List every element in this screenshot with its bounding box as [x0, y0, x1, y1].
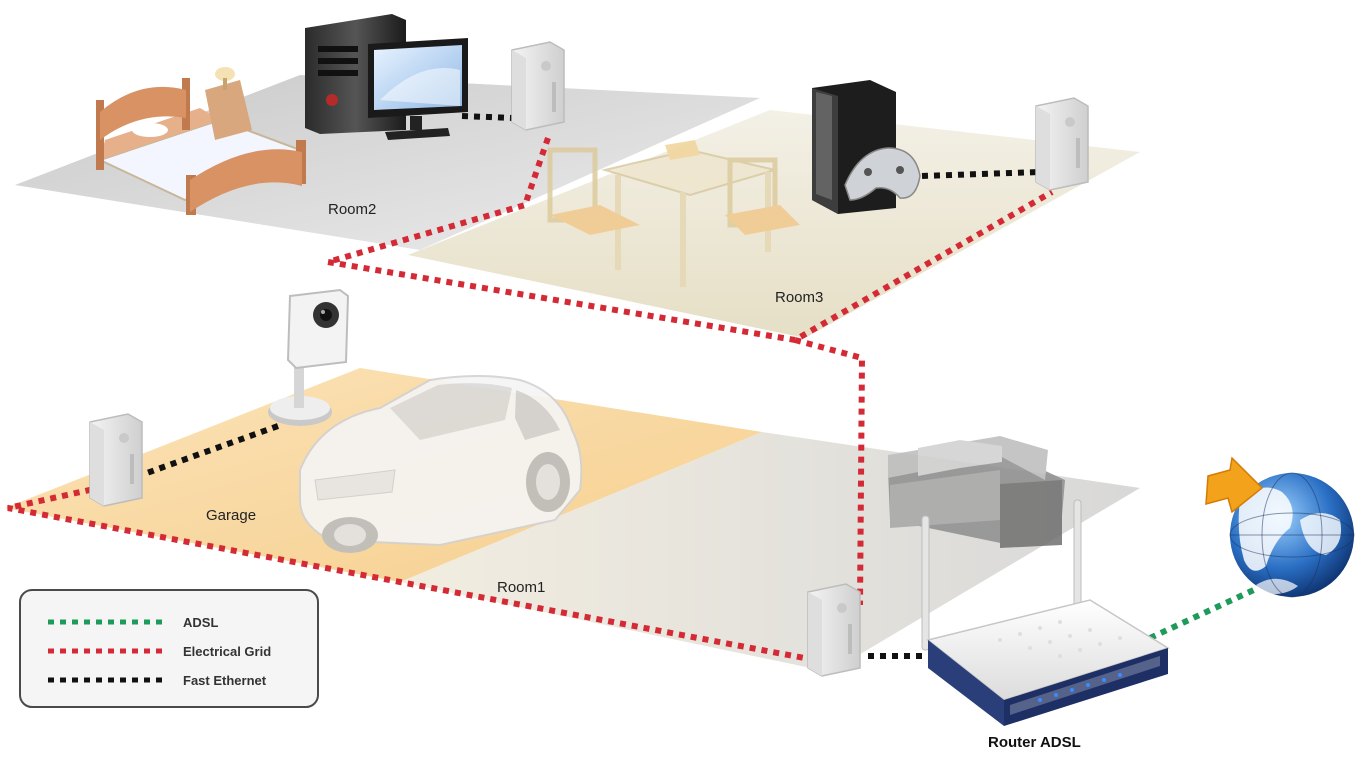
powerline-adapter-room3 — [1035, 97, 1089, 191]
ethernet-line-pc — [461, 113, 515, 121]
garage-label: Garage — [206, 507, 256, 524]
powerline-adapter-garage — [89, 413, 143, 507]
globe-icon — [1229, 472, 1355, 598]
room3-label: Room3 — [775, 289, 823, 306]
car-icon — [299, 375, 583, 553]
dining-set-icon — [547, 140, 800, 287]
ip-camera-icon — [268, 288, 350, 426]
room1-label: Room1 — [497, 579, 545, 596]
electrical-line-room2 — [327, 137, 551, 265]
electrical-line-garage — [7, 484, 816, 663]
connection-lines — [7, 113, 1260, 663]
powerline-adapter-room2 — [511, 41, 565, 131]
ethernet-line-console — [921, 169, 1041, 179]
game-console-icon — [812, 80, 921, 214]
bed-icon — [96, 67, 306, 215]
adsl-line-internet — [1148, 585, 1260, 641]
desktop-pc-icon — [305, 14, 468, 140]
legend-adsl-label: ADSL — [183, 615, 218, 630]
sofa-icon — [888, 436, 1065, 548]
legend-fast-ethernet-label: Fast Ethernet — [183, 673, 267, 688]
internet-arrow-icon — [1205, 456, 1264, 514]
router-icon — [921, 499, 1170, 726]
room2-label: Room2 — [328, 201, 376, 218]
legend: ADSL Electrical Grid Fast Ethernet — [19, 589, 319, 708]
powerline-adapter-room1 — [807, 583, 861, 677]
legend-electrical-grid-label: Electrical Grid — [183, 644, 271, 659]
router-label: Router ADSL — [988, 734, 1081, 751]
